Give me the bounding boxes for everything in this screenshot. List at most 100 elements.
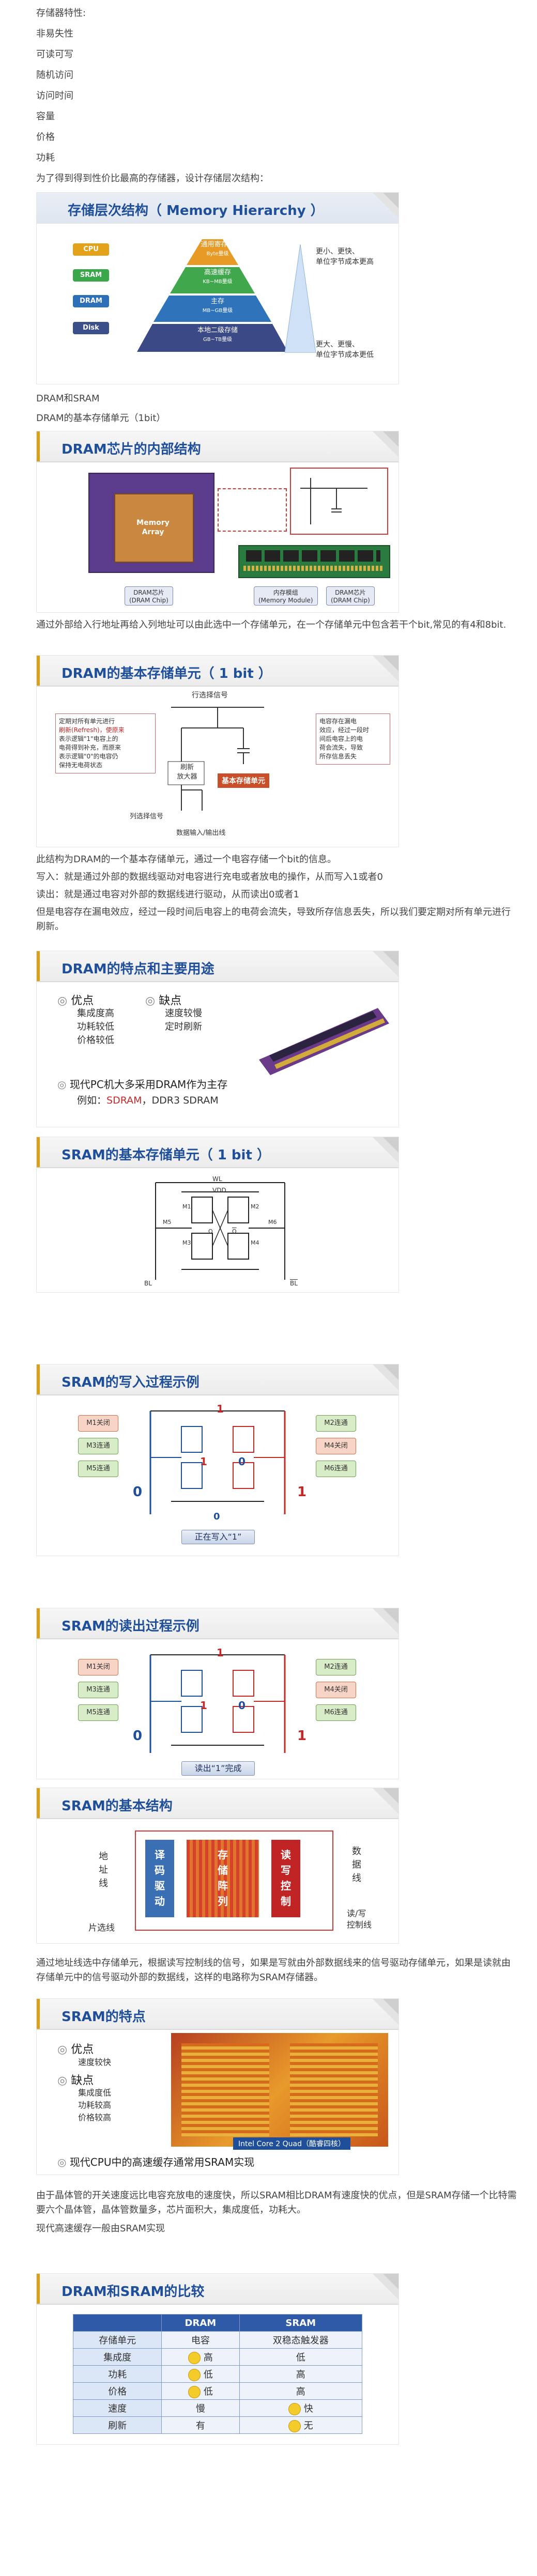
cell-text: 价格	[108, 2386, 127, 2397]
note-line: 所存信息丢失	[319, 752, 387, 761]
header-accent	[37, 1608, 40, 1638]
note-line: 更大、更慢、	[316, 339, 374, 350]
control-m5: M5连通	[78, 1704, 118, 1721]
address-lines-label: 地址线	[99, 1850, 108, 1890]
m5-label: M5	[163, 1219, 172, 1225]
note-line: 荷会流失，导致	[319, 743, 387, 752]
main-use-text: 现代CPU中的高速缓存通常用SRAM实现	[70, 2156, 254, 2168]
example-sdram: SDRAM	[106, 1095, 142, 1106]
header-cell	[73, 2315, 162, 2332]
level-unit: MB~GB量级	[181, 306, 254, 316]
blb-label: BL	[290, 1280, 298, 1287]
bit-q: 1	[200, 1699, 207, 1712]
main-use-text: 现代PC机大多采用DRAM作为主存	[70, 1078, 227, 1091]
cell-text: 存储单元	[99, 2335, 136, 2346]
label-dram-chip: DRAM芯片 (DRAM Chip)	[125, 586, 173, 606]
dram-cell: 慢	[162, 2400, 239, 2417]
label-dram-chip-2: DRAM芯片 (DRAM Chip)	[326, 586, 375, 606]
label-char: 址	[99, 1864, 108, 1877]
chip-select-label: 片选线	[88, 1920, 115, 1933]
cons-list: 集成度低 功耗较高 价格较高	[78, 2087, 111, 2124]
smiley-icon	[188, 2386, 201, 2398]
dram-cell: 电容	[162, 2332, 239, 2349]
level-name: 主存	[181, 297, 254, 306]
intro-line: 容量	[36, 112, 55, 122]
slide-title: DRAM的特点和主要用途	[62, 958, 214, 977]
bit-bottom: 0	[213, 1511, 220, 1522]
slide-sram-features: SRAM的特点 ◎ 优点 速度较快 ◎ 缺点 集成度低 功耗较高 价格较高 In…	[36, 1998, 399, 2175]
control-m4: M4关闭	[316, 1438, 356, 1454]
top-note: 更小、更快、单位字节成本更高	[316, 246, 374, 267]
header-accent	[37, 951, 40, 981]
control-m1: M1关闭	[78, 1415, 118, 1432]
slide-sram-write: SRAM的写入过程示例 M1关闭 M3连通 M5连通 M2连通 M4关闭 M6连…	[36, 1364, 399, 1556]
cell-text: 高	[296, 2386, 305, 2397]
amp-line: 刷新	[170, 763, 204, 772]
array-label-line: Array	[114, 527, 192, 537]
cell-text: 快	[304, 2403, 313, 2414]
slide-dram-cell: DRAM的基本存储单元（ 1 bit ） 行选择信号 刷新放大器 基本存储单元 …	[36, 655, 399, 847]
bit-blb: 1	[297, 1728, 306, 1744]
level-name: 高速缓存	[187, 268, 249, 277]
example-ddr3: DDR3 SDRAM	[152, 1095, 219, 1106]
cell-text: 低	[296, 2352, 305, 2363]
smiley-icon	[288, 2403, 301, 2415]
array-block: 存储阵列	[187, 1840, 259, 1917]
memory-array-label: MemoryArray	[114, 518, 192, 537]
label-char: 线	[99, 1877, 108, 1890]
zoom-box	[218, 488, 287, 532]
vdd-label: VDD	[212, 1187, 226, 1194]
sram-cell: 高	[239, 2366, 362, 2383]
label-char: 据	[352, 1858, 361, 1872]
note-line: 效应，经过一段时	[319, 726, 387, 735]
cell-text: 电容	[191, 2335, 210, 2346]
status-read-done: 读出“1”完成	[181, 1761, 255, 1776]
note-line: 电荷得到补充，而原来	[59, 743, 152, 752]
level-unit: Byte量级	[197, 250, 238, 259]
bullet-icon: ◎	[57, 2156, 70, 2168]
corner-decoration-icon	[362, 1137, 398, 1173]
level-unit: GB~TB量级	[171, 335, 264, 345]
level-cache: 高速缓存KB~MB量级	[187, 268, 249, 287]
sram-read-circuit	[140, 1644, 295, 1758]
con-item: 价格较高	[78, 2112, 111, 2124]
table-header-row: DRAM SRAM	[73, 2315, 362, 2332]
header-accent	[37, 431, 40, 461]
cell-text: 功耗	[108, 2369, 127, 2380]
chip-cpu: CPU	[73, 243, 109, 256]
text-dram-cell: DRAM的基本存储单元（1bit）	[36, 413, 165, 424]
refresh-note: 定期对所有单元进行 刷新(Refresh)，使原来 表示逻辑"1"电容上的 电荷…	[55, 713, 156, 773]
slide-sram-structure: SRAM的基本结构 译码驱动 存储阵列 读写控制 地址线 数据线 片选线 读/写…	[36, 1788, 399, 1944]
slide-sram-cell: SRAM的基本存储单元（ 1 bit ） WL VDD BL BL M1 M2 …	[36, 1137, 399, 1293]
chip-dram: DRAM	[73, 295, 109, 307]
cpu-die-image	[171, 2033, 388, 2147]
para-line: 但是电容存在漏电效应，经过一段时间后电容上的电荷会流失，导致所存信息丢失，所以我…	[36, 905, 517, 934]
label-line: 读/写	[347, 1908, 372, 1919]
note-line: 表示逻辑"1"电容上的	[59, 735, 152, 743]
bit-wl: 1	[217, 1647, 224, 1659]
sram-cell: 无	[239, 2417, 362, 2434]
main-use-line: ◎ 现代PC机大多采用DRAM作为主存	[57, 1076, 227, 1091]
main-use-line: ◎ 现代CPU中的高速缓存通常用SRAM实现	[57, 2154, 254, 2169]
note-line: 更小、更快、	[316, 246, 374, 257]
cons-heading: ◎ 缺点	[145, 991, 181, 1008]
para-line: 此结构为DRAM的一个基本存储单元，通过一个电容存储一个bit的信息。	[36, 852, 517, 867]
dram-cell-circuit	[140, 697, 295, 821]
bit-qb: 0	[238, 1455, 246, 1468]
control-m2: M2连通	[316, 1415, 356, 1432]
pros-list: 速度较快	[78, 2056, 111, 2069]
bit-wl: 1	[217, 1403, 224, 1415]
control-m6: M6连通	[316, 1461, 356, 1477]
cell-text: 无	[304, 2420, 313, 2431]
cons-title: 缺点	[159, 995, 181, 1007]
corner-decoration-icon	[362, 656, 398, 692]
row-label-cell: 价格	[73, 2383, 162, 2400]
slide-title: DRAM芯片的内部结构	[62, 439, 201, 458]
para-line: 读出：就是通过电容对外部的数据线进行驱动，从而读出0或者1	[36, 888, 517, 902]
chip-disk: Disk	[73, 322, 109, 334]
con-item: 集成度低	[78, 2087, 111, 2099]
table-row: 集成度高低	[73, 2349, 362, 2366]
corner-decoration-icon	[362, 431, 398, 468]
header-accent	[37, 2274, 40, 2304]
